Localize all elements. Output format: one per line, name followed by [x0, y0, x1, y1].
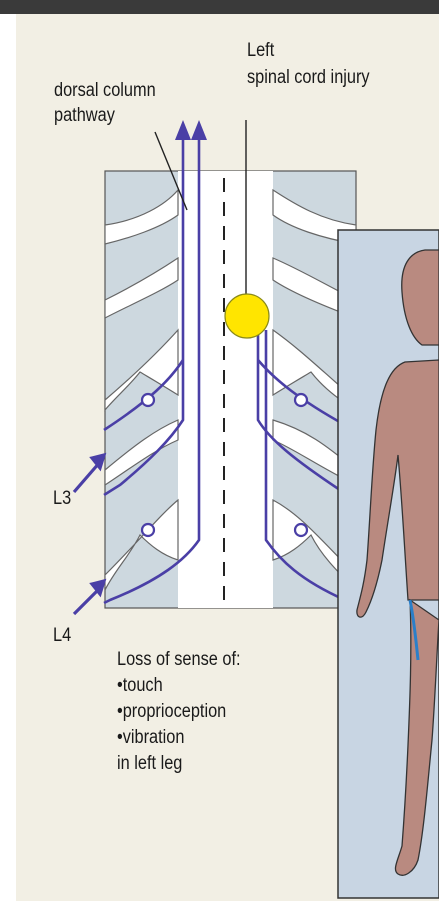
- injury-label-line-2: spinal cord injury: [247, 66, 370, 89]
- deficit-item-vibration: •vibration: [117, 726, 184, 749]
- level-l3-label: L3: [53, 487, 71, 510]
- left-margin-strip: [0, 14, 16, 901]
- injury-marker: [225, 294, 269, 338]
- deficit-item-proprioception: •proprioception: [117, 700, 226, 723]
- level-l4-label: L4: [53, 624, 71, 647]
- spinal-cord-section: [105, 171, 356, 608]
- deficit-item-touch: •touch: [117, 674, 163, 697]
- deficit-heading: Loss of sense of:: [117, 648, 241, 671]
- injury-label-line-1: Left: [247, 39, 274, 62]
- deficit-footer: in left leg: [117, 752, 182, 775]
- body-figure-panel: [338, 230, 439, 898]
- dorsal-column-label-line-1: dorsal column: [54, 79, 156, 102]
- dorsal-column-label-line-2: pathway: [54, 104, 115, 127]
- top-bar: [0, 0, 439, 14]
